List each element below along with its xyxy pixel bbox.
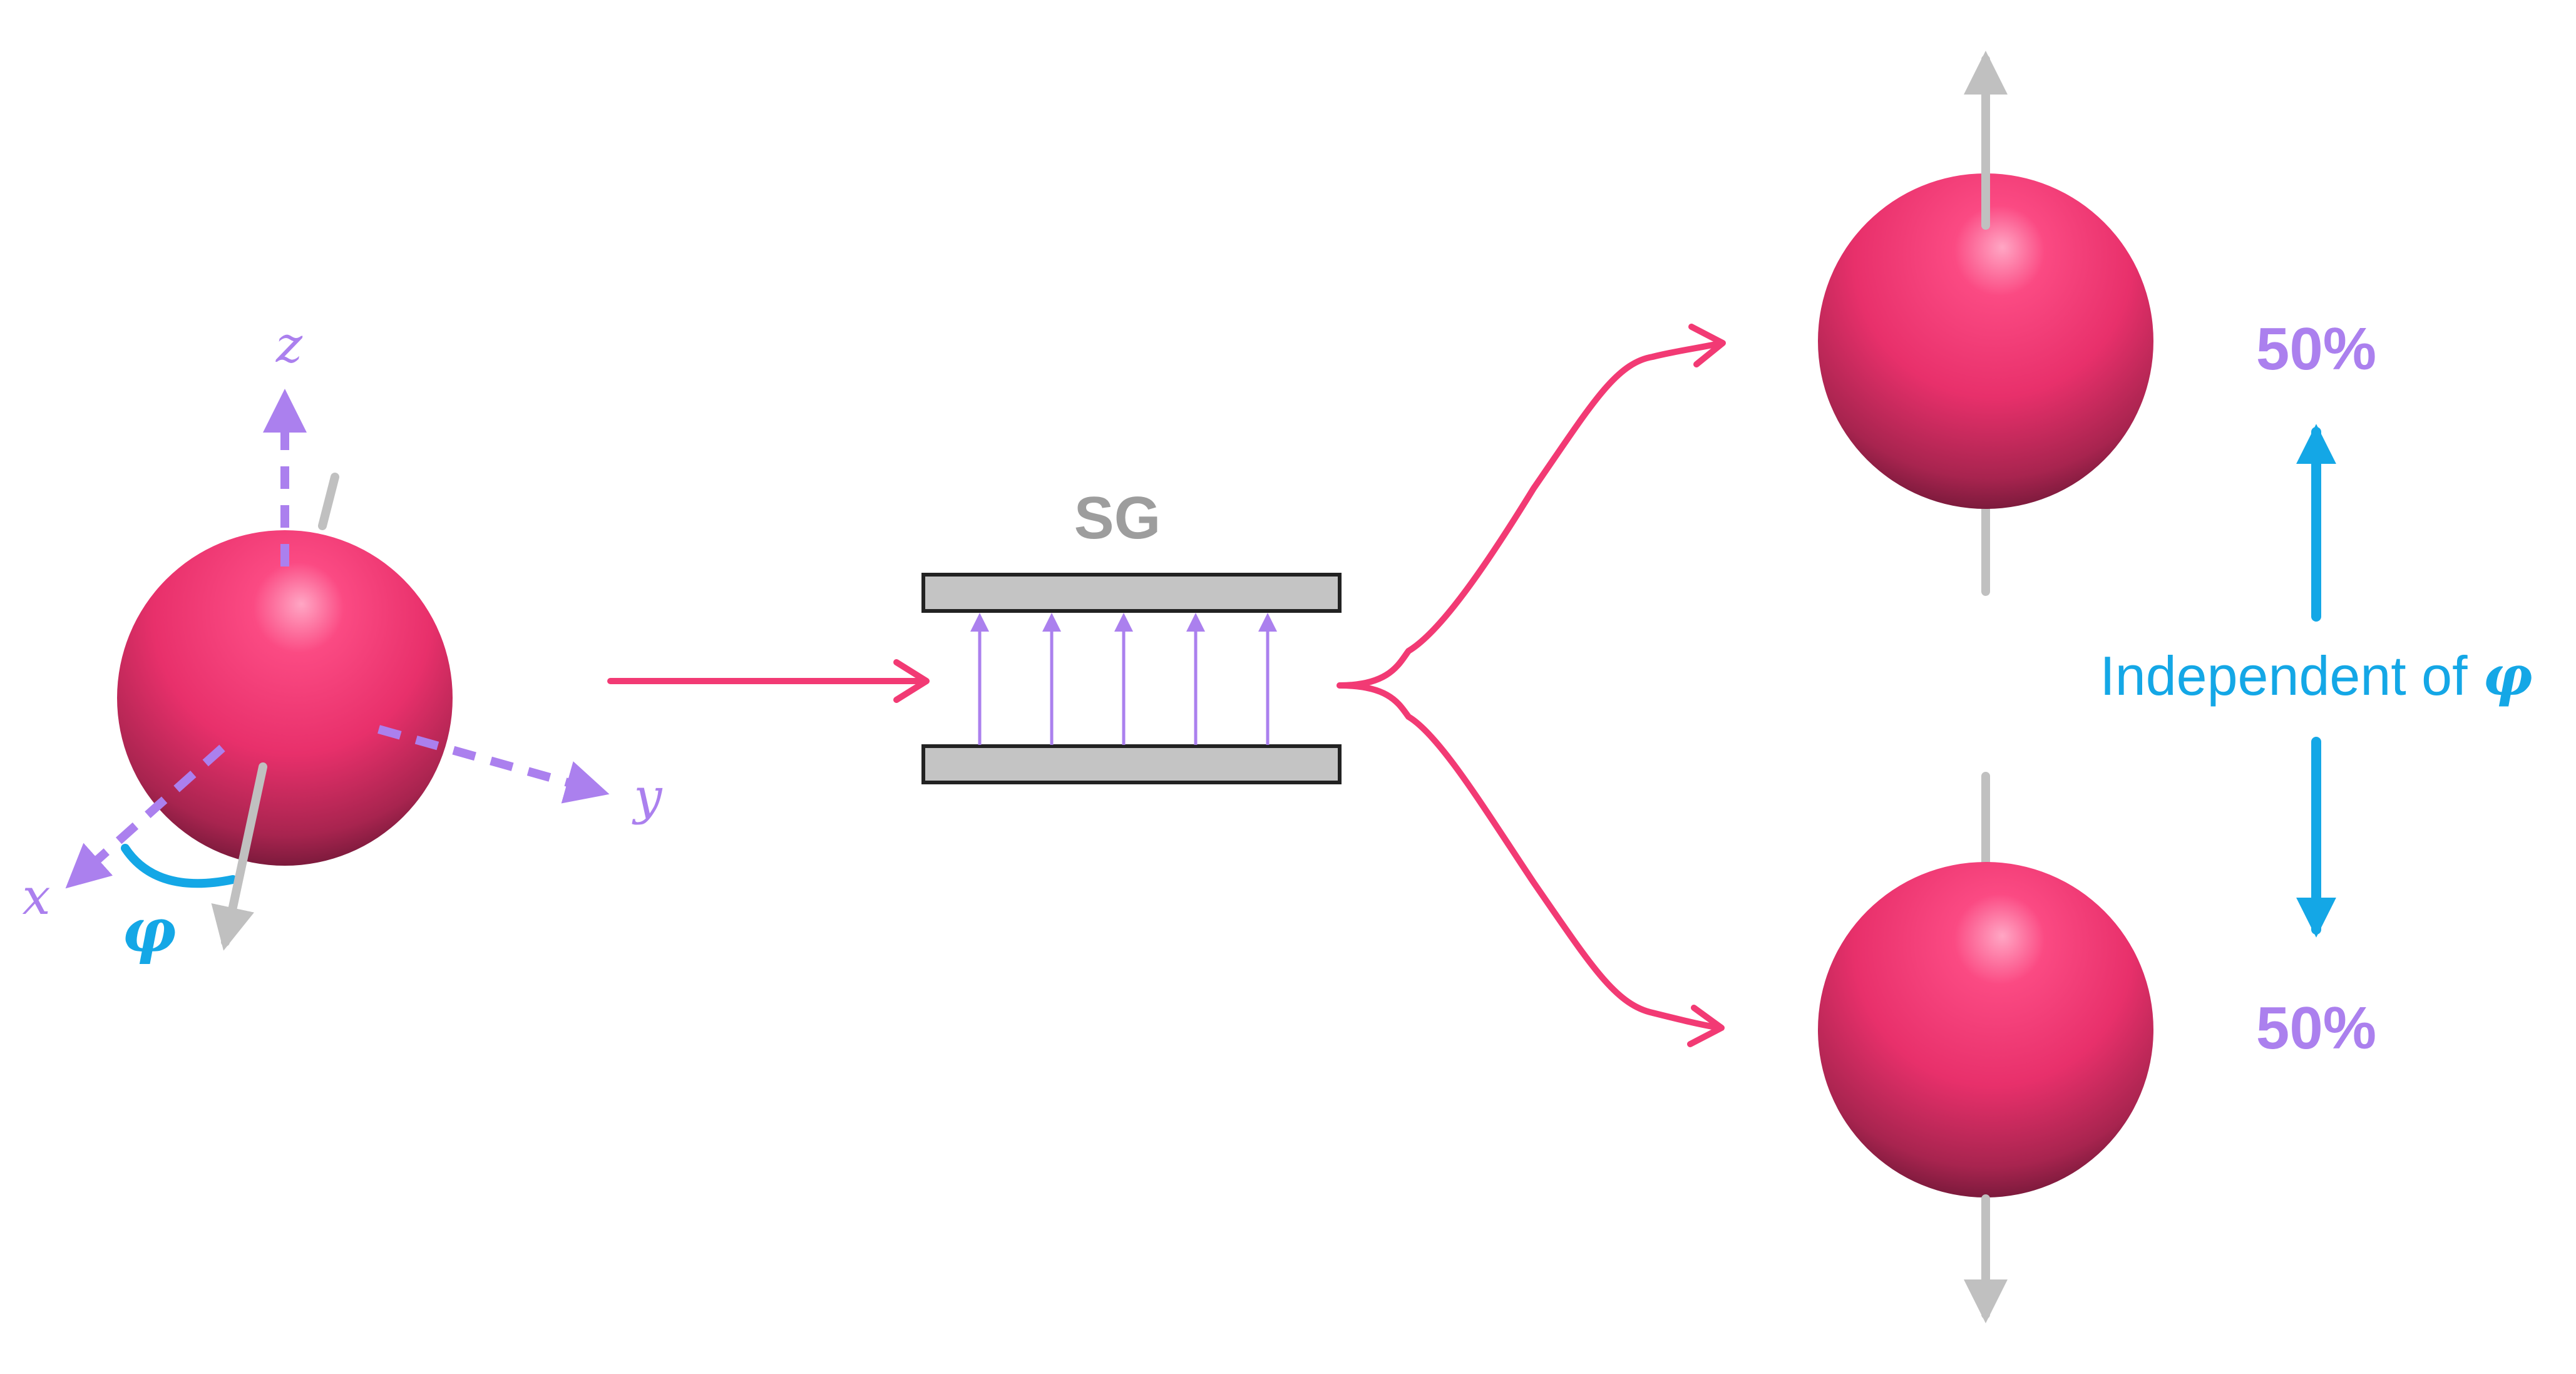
- outcome-probabilities: 50% 50% Independent of φ: [2100, 315, 2532, 1062]
- x-axis: [65, 744, 225, 889]
- sg-magnet: SG: [921, 484, 1342, 784]
- spin-down-particle-group: [1818, 772, 2153, 1323]
- split-beams: [1337, 324, 1726, 1047]
- independence-text: Independent of: [2100, 645, 2483, 707]
- upper-beam-arrowhead: [1688, 324, 1726, 367]
- independence-phi-symbol: φ: [2483, 643, 2533, 708]
- spin-up-particle-group: [1818, 51, 2153, 596]
- spin-up-particle-ball: [1818, 173, 2153, 509]
- magnet-top-plate: [921, 573, 1342, 613]
- magnetic-field-arrows: [970, 613, 1277, 745]
- lower-beam-arrowhead: [1687, 1005, 1725, 1047]
- left-particle-ball: [117, 530, 453, 866]
- phi-label: φ: [122, 895, 177, 966]
- incoming-beam: [607, 659, 930, 703]
- sg-label: SG: [1074, 484, 1161, 551]
- lower-beam-path: [1337, 682, 1723, 1031]
- upper-beam-path: [1337, 340, 1725, 689]
- z-axis-label: z: [275, 315, 303, 374]
- spin-arrow-back: [318, 473, 339, 530]
- left-particle-group: z y x φ: [22, 315, 663, 966]
- independence-label: Independent of φ: [2100, 643, 2532, 708]
- spin-up-probability: 50%: [2256, 315, 2376, 382]
- incoming-beam-arrowhead: [893, 659, 930, 703]
- spin-down-particle-ball: [1818, 862, 2153, 1197]
- phi-angle-arc: [121, 844, 237, 888]
- x-axis-label: x: [22, 868, 50, 926]
- spin-down-probability: 50%: [2256, 995, 2376, 1062]
- spin-arrow-front: [211, 762, 267, 951]
- magnet-bottom-plate: [921, 744, 1342, 784]
- y-axis-label: y: [632, 767, 663, 826]
